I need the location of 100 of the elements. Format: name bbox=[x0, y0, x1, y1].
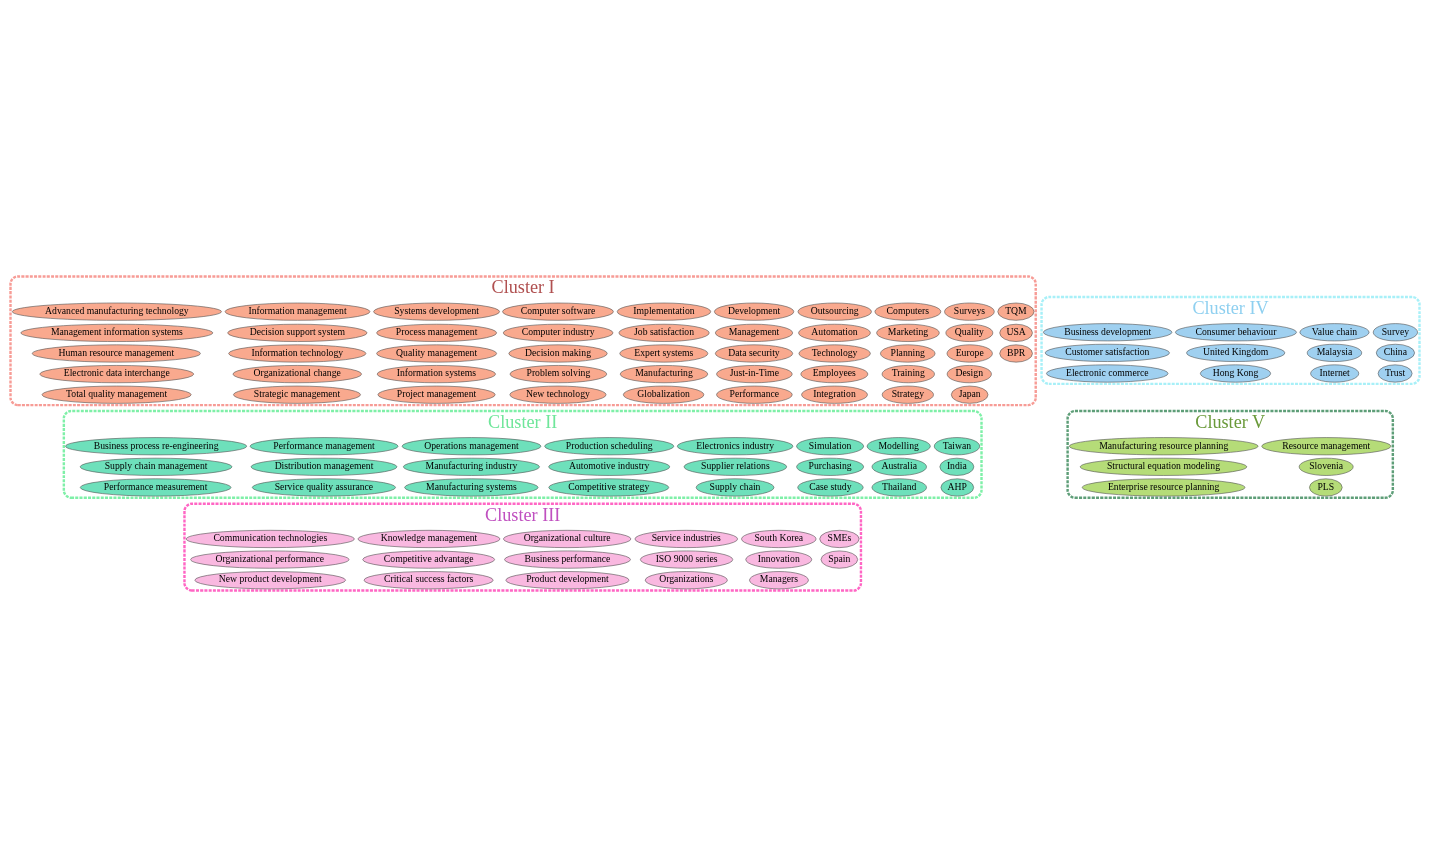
node-ellipse: Modelling bbox=[866, 437, 931, 456]
node-ellipse: Simulation bbox=[796, 437, 864, 456]
node-ellipse: Product development bbox=[505, 571, 630, 590]
node-ellipse: USA bbox=[999, 323, 1033, 342]
node-ellipse: United Kingdom bbox=[1186, 343, 1286, 362]
node-ellipse: Quality bbox=[945, 323, 994, 342]
node-ellipse: Production scheduling bbox=[544, 437, 675, 456]
node-ellipse: Slovenia bbox=[1298, 457, 1354, 476]
node-ellipse: Europe bbox=[946, 344, 993, 363]
node-ellipse: Taiwan bbox=[933, 437, 980, 456]
node-ellipse: Globalization bbox=[623, 385, 705, 404]
node-ellipse: Process management bbox=[376, 323, 497, 342]
node-ellipse: Service quality assurance bbox=[252, 478, 396, 497]
node-ellipse: SMEs bbox=[819, 530, 860, 548]
node-ellipse: Training bbox=[881, 365, 935, 384]
node-ellipse: Electronic data interchange bbox=[39, 365, 195, 384]
node-ellipse: Surveys bbox=[944, 302, 995, 321]
node-ellipse: Manufacturing resource planning bbox=[1069, 437, 1259, 456]
node-ellipse: Manufacturing systems bbox=[404, 478, 539, 497]
node-ellipse: Performance measurement bbox=[79, 478, 232, 497]
node-ellipse: Advanced manufacturing technology bbox=[12, 302, 222, 321]
node-ellipse: Service industries bbox=[634, 530, 738, 548]
node-ellipse: Business development bbox=[1043, 323, 1173, 342]
node-ellipse: Management information systems bbox=[20, 323, 214, 342]
node-ellipse: Just-in-Time bbox=[716, 365, 793, 384]
node-ellipse: Information technology bbox=[228, 344, 367, 363]
node-ellipse: Competitive strategy bbox=[548, 478, 670, 497]
node-ellipse: Data security bbox=[715, 344, 793, 363]
node-ellipse: Expert systems bbox=[619, 344, 709, 363]
node-ellipse: Performance management bbox=[249, 437, 399, 456]
node-ellipse: Development bbox=[714, 302, 795, 321]
node-ellipse: Computer software bbox=[502, 302, 614, 321]
node-ellipse: Computer industry bbox=[503, 323, 614, 342]
node-ellipse: Automation bbox=[798, 323, 871, 342]
node-ellipse: Information management bbox=[224, 302, 371, 321]
node-ellipse: Case study bbox=[797, 478, 864, 497]
node-ellipse: Spain bbox=[820, 550, 859, 569]
node-ellipse: New technology bbox=[509, 385, 607, 404]
node-ellipse: Systems development bbox=[373, 302, 500, 321]
node-ellipse: Problem solving bbox=[509, 365, 608, 384]
node-ellipse: Quality management bbox=[376, 344, 497, 363]
node-ellipse: Supplier relations bbox=[683, 457, 787, 476]
node-ellipse: Outsourcing bbox=[797, 302, 872, 321]
node-ellipse: AHP bbox=[940, 478, 974, 497]
node-ellipse: Design bbox=[946, 365, 992, 384]
node-ellipse: Decision support system bbox=[227, 323, 368, 342]
node-ellipse: Enterprise resource planning bbox=[1081, 478, 1246, 497]
node-ellipse: Malaysia bbox=[1306, 343, 1363, 362]
node-ellipse: Managers bbox=[749, 571, 809, 590]
node-ellipse: Competitive advantage bbox=[362, 550, 495, 569]
node-ellipse: Performance bbox=[716, 385, 793, 404]
node-ellipse: Resource management bbox=[1261, 437, 1392, 456]
node-ellipse: Strategic management bbox=[233, 385, 361, 404]
node-ellipse: PLS bbox=[1309, 478, 1343, 497]
node-ellipse: Knowledge management bbox=[357, 530, 501, 548]
node-ellipse: Strategy bbox=[881, 385, 934, 404]
node-ellipse: Australia bbox=[871, 457, 927, 476]
node-ellipse: China bbox=[1375, 343, 1415, 362]
node-ellipse: Operations management bbox=[401, 437, 542, 456]
node-ellipse: Implementation bbox=[616, 302, 712, 321]
node-ellipse: ISO 9000 series bbox=[640, 550, 734, 569]
node-ellipse: Total quality management bbox=[41, 385, 192, 404]
node-ellipse: Customer satisfaction bbox=[1044, 343, 1170, 362]
node-ellipse: Supply chain bbox=[695, 478, 775, 497]
node-ellipse: Organizational change bbox=[232, 365, 362, 384]
node-ellipse: Business performance bbox=[504, 550, 631, 569]
node-ellipse: Hong Kong bbox=[1200, 364, 1271, 383]
node-ellipse: Thailand bbox=[871, 478, 927, 497]
node-ellipse: Human resource management bbox=[31, 344, 201, 363]
node-ellipse: Project management bbox=[377, 385, 496, 404]
node-ellipse: Technology bbox=[798, 344, 871, 363]
node-ellipse: Manufacturing industry bbox=[403, 457, 540, 476]
node-ellipse: Management bbox=[715, 323, 793, 342]
node-ellipse: Survey bbox=[1372, 323, 1418, 342]
node-ellipse: Innovation bbox=[745, 550, 813, 569]
node-ellipse: Organizations bbox=[644, 571, 728, 590]
node-ellipse: South Korea bbox=[741, 530, 817, 548]
node-ellipse: Electronics industry bbox=[676, 437, 794, 456]
node-ellipse: Internet bbox=[1310, 364, 1360, 383]
node-ellipse: Purchasing bbox=[796, 457, 864, 476]
node-ellipse: Japan bbox=[951, 385, 989, 404]
node-ellipse: Organizational culture bbox=[503, 530, 632, 548]
node-ellipse: TQM bbox=[997, 302, 1035, 321]
node-ellipse: Structural equation modeling bbox=[1079, 457, 1248, 476]
node-ellipse: Computers bbox=[874, 302, 942, 321]
node-ellipse: Value chain bbox=[1299, 323, 1370, 342]
node-ellipse: Supply chain management bbox=[79, 457, 233, 476]
node-ellipse: Consumer behaviour bbox=[1175, 323, 1297, 342]
node-ellipse: Information systems bbox=[376, 365, 496, 384]
node-ellipse: Employees bbox=[800, 365, 869, 384]
node-ellipse: New product development bbox=[194, 571, 346, 590]
node-ellipse: Critical success factors bbox=[363, 571, 494, 590]
node-ellipse: Organizational performance bbox=[190, 550, 350, 569]
node-ellipse: Automotive industry bbox=[548, 457, 671, 476]
node-ellipse: Manufacturing bbox=[619, 365, 709, 384]
node-ellipse: Distribution management bbox=[250, 457, 398, 476]
node-ellipse: Electronic commerce bbox=[1046, 364, 1169, 383]
node-ellipse: Marketing bbox=[876, 323, 940, 342]
node-ellipse: Job satisfaction bbox=[618, 323, 710, 342]
node-ellipse: Integration bbox=[801, 385, 868, 404]
